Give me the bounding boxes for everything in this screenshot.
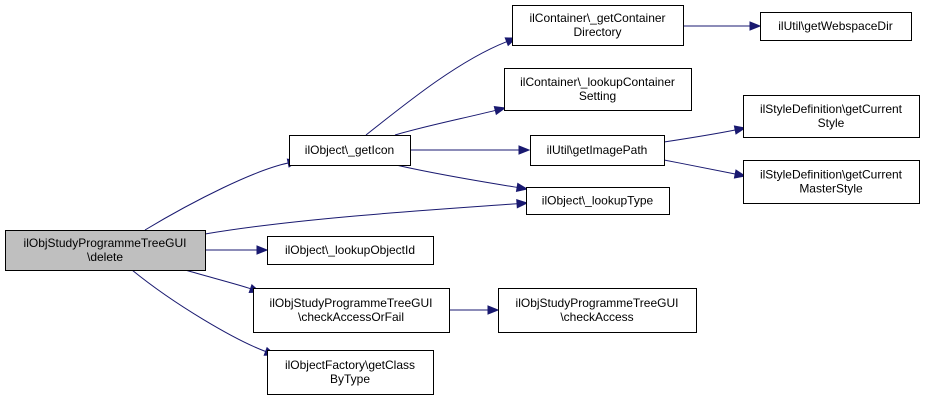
node-label-line: ilUtil\getWebspaceDir: [778, 19, 893, 33]
node-box[interactable]: [253, 288, 450, 333]
node-label-line: \checkAccess: [560, 310, 633, 324]
edge-line: [395, 164, 518, 188]
node-label-line: ilObject\_getIcon: [305, 143, 394, 157]
node-box[interactable]: [526, 187, 670, 215]
node-box[interactable]: [530, 135, 665, 166]
node-checkaccess[interactable]: ilObjStudyProgrammeTreeGUI\checkAccess: [498, 288, 697, 333]
node-label-line: ilContainer\_getContainer: [529, 11, 665, 25]
node-label-line: \delete: [87, 250, 123, 264]
node-label-line: ilObject\_lookupObjectId: [285, 243, 415, 257]
arrowhead-icon: [493, 105, 507, 116]
edge-geticon-to-lookuptype: [395, 164, 529, 192]
node-ilutil-getwebspacedir[interactable]: ilUtil\getWebspaceDir: [760, 12, 912, 41]
node-label-line: ilObjectFactory\getClass: [285, 358, 415, 372]
node-ilobject-lookup-object-id[interactable]: ilObject\_lookupObjectId: [267, 236, 434, 265]
edge-root-to-lookuptype: [204, 199, 529, 235]
edge-getimagepath-to-getcurrentstyle: [663, 125, 747, 143]
edge-line: [184, 269, 251, 290]
node-label-line: ilStyleDefinition\getCurrent: [760, 168, 903, 182]
arrowhead-icon: [518, 145, 531, 155]
nodes-layer: ilObjStudyProgrammeTreeGUI\deleteilObjec…: [5, 5, 920, 395]
arrowhead-icon: [749, 21, 762, 31]
node-box[interactable]: [743, 160, 920, 204]
node-box[interactable]: [504, 68, 692, 111]
edge-root-to-checkaccessorfail: [184, 269, 262, 294]
node-box[interactable]: [5, 230, 206, 271]
node-label-line: ByType: [330, 372, 370, 386]
node-label-line: \checkAccessOrFail: [298, 310, 404, 324]
arrowhead-icon: [256, 245, 269, 255]
edge-getimagepath-to-getcurrentmasterstyle: [663, 159, 747, 179]
edge-checkaccessorfail-to-checkaccess: [449, 305, 500, 315]
edge-line: [204, 203, 518, 235]
node-box[interactable]: [743, 95, 920, 138]
node-label-line: Directory: [573, 25, 621, 39]
node-box[interactable]: [289, 135, 411, 166]
edge-line: [365, 41, 507, 136]
edge-line: [663, 129, 736, 143]
edge-line: [131, 269, 266, 352]
edge-geticon-to-getcontainerdirectory: [365, 37, 518, 136]
node-ilobjstudyprogrammetreegui-delete[interactable]: ilObjStudyProgrammeTreeGUI\delete: [5, 230, 206, 271]
edge-geticon-to-getimagepath: [409, 145, 531, 155]
arrowhead-icon: [516, 199, 529, 209]
node-box[interactable]: [498, 288, 697, 333]
edge-line: [663, 159, 736, 175]
arrowhead-icon: [487, 305, 500, 315]
arrowhead-icon: [515, 182, 529, 192]
node-label-line: ilObjStudyProgrammeTreeGUI: [24, 236, 187, 250]
edge-getcontainerdirectory-to-getwebspacedir: [683, 21, 762, 31]
node-label-line: Style: [818, 116, 845, 130]
node-label-line: ilContainer\_lookupContainer: [520, 75, 675, 89]
node-label-line: MasterStyle: [799, 182, 863, 196]
node-label-line: ilUtil\getImagePath: [547, 143, 648, 157]
node-ilobject-get-icon[interactable]: ilObject\_getIcon: [289, 135, 411, 166]
node-box[interactable]: [760, 12, 912, 41]
node-label-line: ilObjStudyProgrammeTreeGUI: [270, 296, 433, 310]
edge-line: [144, 162, 289, 231]
node-ilutil-getimagepath[interactable]: ilUtil\getImagePath: [530, 135, 665, 166]
node-label-line: ilObject\_lookupType: [542, 194, 654, 208]
edge-root-to-lookupobjectid: [204, 245, 269, 255]
node-box[interactable]: [512, 5, 684, 46]
node-label-line: ilStyleDefinition\getCurrent: [760, 102, 903, 116]
node-box[interactable]: [267, 350, 434, 395]
node-box[interactable]: [267, 236, 434, 265]
edge-root-to-geticon: [144, 158, 300, 231]
node-label-line: Setting: [579, 89, 616, 103]
edge-line: [394, 109, 496, 136]
node-ilobject-lookup-type[interactable]: ilObject\_lookupType: [526, 187, 670, 215]
node-checkaccessorfail[interactable]: ilObjStudyProgrammeTreeGUI\checkAccessOr…: [253, 288, 450, 333]
edge-geticon-to-lookupcontainersetting: [394, 105, 507, 136]
arrowhead-icon: [733, 169, 747, 179]
arrowhead-icon: [733, 125, 747, 135]
node-label-line: ilObjStudyProgrammeTreeGUI: [516, 296, 679, 310]
